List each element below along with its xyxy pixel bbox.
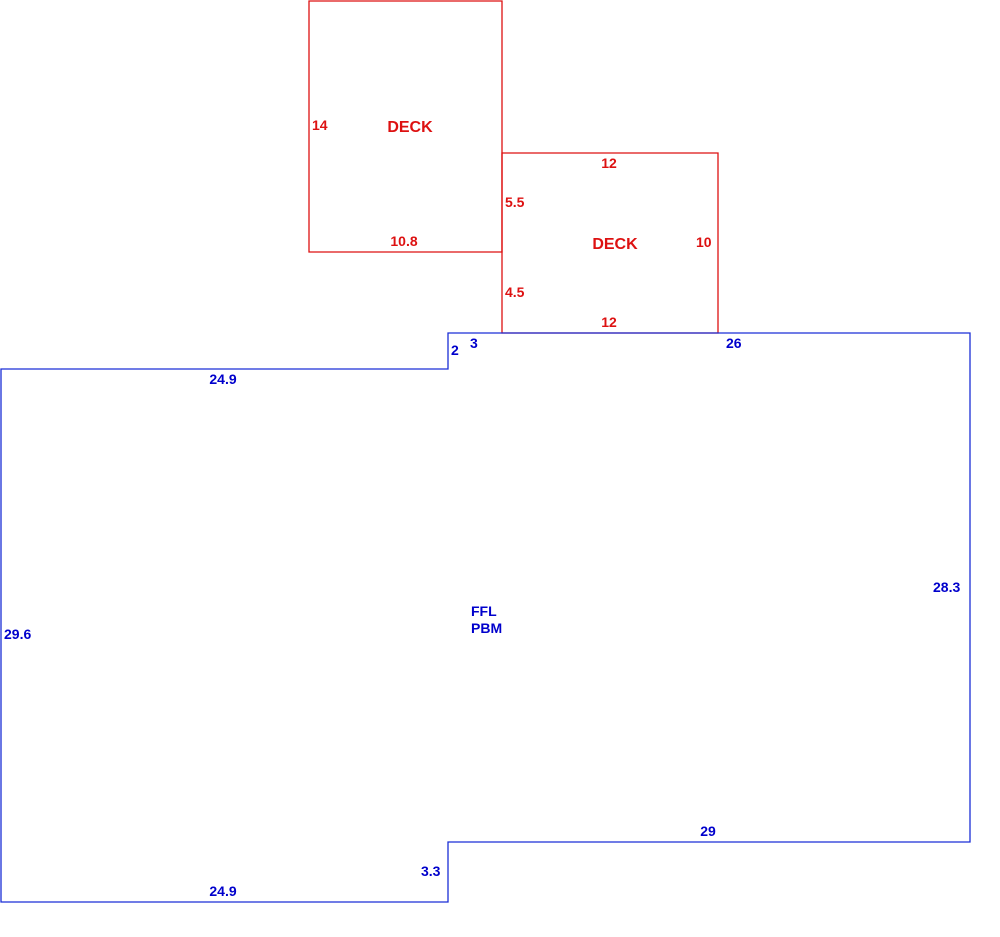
house-right-dimension: 28.3 — [933, 579, 961, 595]
house-notch-vertical-dimension: 2 — [451, 342, 459, 358]
house-area-label: FFL PBM — [471, 603, 502, 637]
deck-lower-top-dimension: 12 — [601, 155, 617, 171]
house-bottom-right-dimension: 29 — [700, 823, 716, 839]
house-notch-horizontal-dimension: 3 — [470, 335, 478, 351]
house-outline — [0, 332, 971, 903]
house-label-ffl: FFL — [471, 603, 497, 619]
deck-upper-left-dimension: 14 — [312, 117, 328, 133]
house-top-left-dimension: 24.9 — [209, 371, 237, 387]
deck-upper-label: DECK — [387, 119, 433, 136]
house-top-right-dimension: 26 — [726, 335, 742, 351]
deck-upper-bottom-dimension: 10.8 — [390, 233, 418, 249]
deck-lower-bottom-dimension: 12 — [601, 314, 617, 330]
house-label-pbm: PBM — [471, 620, 503, 636]
deck-lower-label: DECK — [592, 236, 638, 253]
house-bottom-step-dimension: 3.3 — [421, 863, 441, 879]
deck-lower-right-dimension: 10 — [696, 234, 712, 250]
house-bottom-left-dimension: 24.9 — [209, 883, 237, 899]
deck-lower-left-upper-dimension: 5.5 — [505, 194, 525, 210]
house-left-dimension: 29.6 — [4, 626, 32, 642]
deck-lower-left-lower-dimension: 4.5 — [505, 284, 525, 300]
